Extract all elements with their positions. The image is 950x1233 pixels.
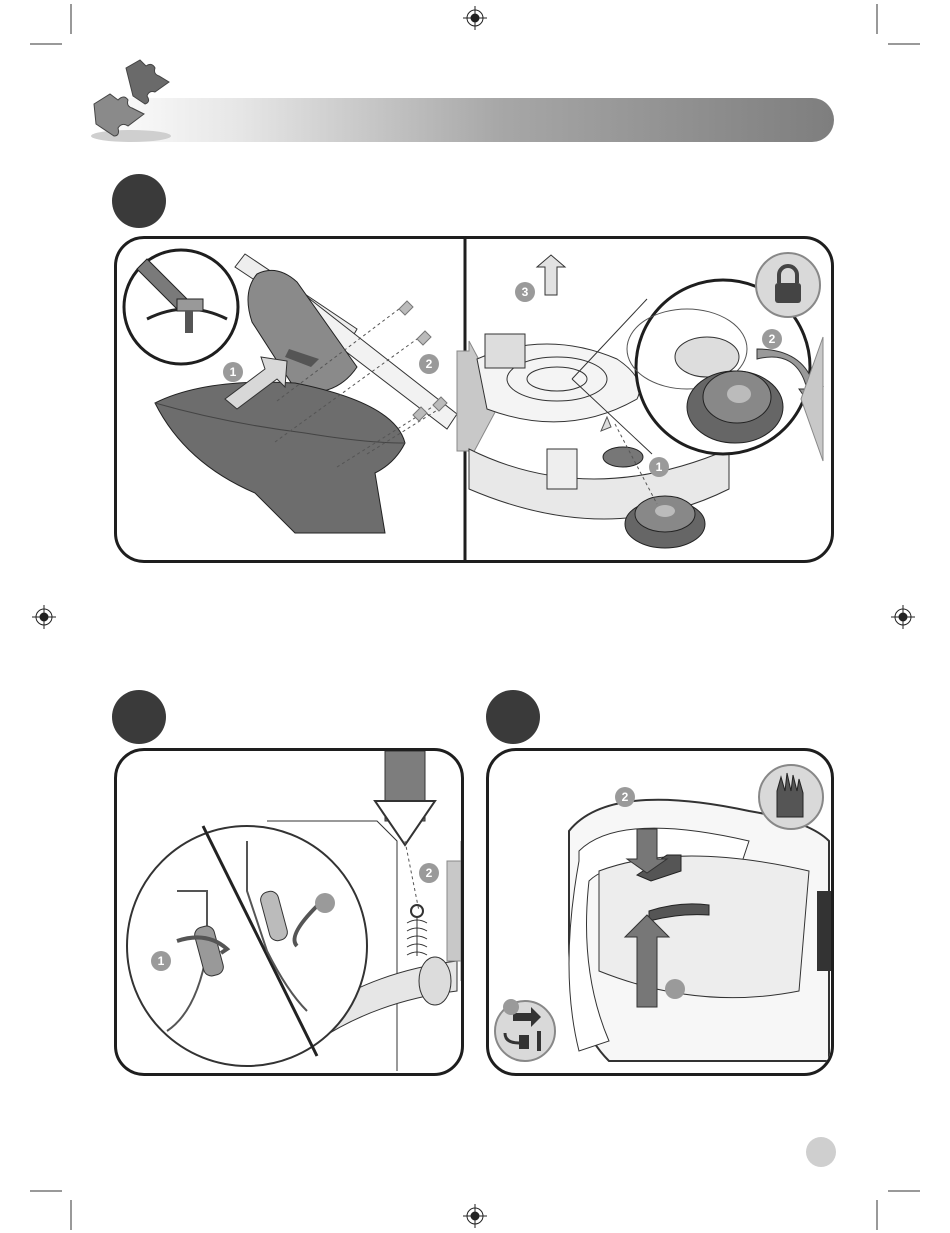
page-number-badge bbox=[806, 1137, 836, 1167]
step-b-marker bbox=[112, 690, 166, 744]
registration-mark-bottom bbox=[463, 1204, 487, 1228]
lock-icon bbox=[756, 253, 820, 317]
callout-a-left-1: 1 bbox=[223, 362, 243, 382]
callout-a-right-1: 1 bbox=[649, 457, 669, 477]
callout-c-2: 2 bbox=[615, 787, 635, 807]
callout-a-right-3: 3 bbox=[515, 282, 535, 302]
registration-mark-left bbox=[32, 605, 56, 629]
svg-text:2: 2 bbox=[426, 357, 433, 371]
step-a-figure: 1 2 3 1 bbox=[114, 236, 834, 563]
flow-arrow-b bbox=[447, 841, 461, 981]
svg-text:1: 1 bbox=[656, 460, 663, 474]
section-banner bbox=[92, 98, 834, 142]
step-b-illustration: 2 1 bbox=[117, 751, 461, 1073]
callout-a-left-2: 2 bbox=[419, 354, 439, 374]
svg-text:1: 1 bbox=[230, 365, 237, 379]
unplug-icon bbox=[495, 999, 555, 1061]
inset-detail-cable: 1 bbox=[127, 826, 367, 1066]
callout-b-1: 1 bbox=[151, 951, 171, 971]
step-c-illustration: 2 bbox=[489, 751, 831, 1073]
callout-c-1 bbox=[665, 979, 685, 999]
registration-mark-right bbox=[891, 605, 915, 629]
callout-b-2: 2 bbox=[419, 863, 439, 883]
svg-text:2: 2 bbox=[622, 790, 629, 804]
callout-a-right-2: 2 bbox=[762, 329, 782, 349]
puzzle-pieces-icon bbox=[86, 54, 176, 144]
svg-text:1: 1 bbox=[158, 954, 165, 968]
step-b-figure: 2 1 bbox=[114, 748, 464, 1076]
inset-detail-screw bbox=[124, 250, 238, 364]
step-a-marker bbox=[112, 174, 166, 228]
svg-text:2: 2 bbox=[426, 866, 433, 880]
svg-text:2: 2 bbox=[769, 332, 776, 346]
step-c-marker bbox=[486, 690, 540, 744]
registration-mark-top bbox=[463, 6, 487, 30]
svg-text:3: 3 bbox=[522, 285, 529, 299]
step-c-figure: 2 bbox=[486, 748, 834, 1076]
gloves-icon bbox=[759, 765, 823, 829]
step-a-illustration: 1 2 3 1 bbox=[117, 239, 831, 560]
